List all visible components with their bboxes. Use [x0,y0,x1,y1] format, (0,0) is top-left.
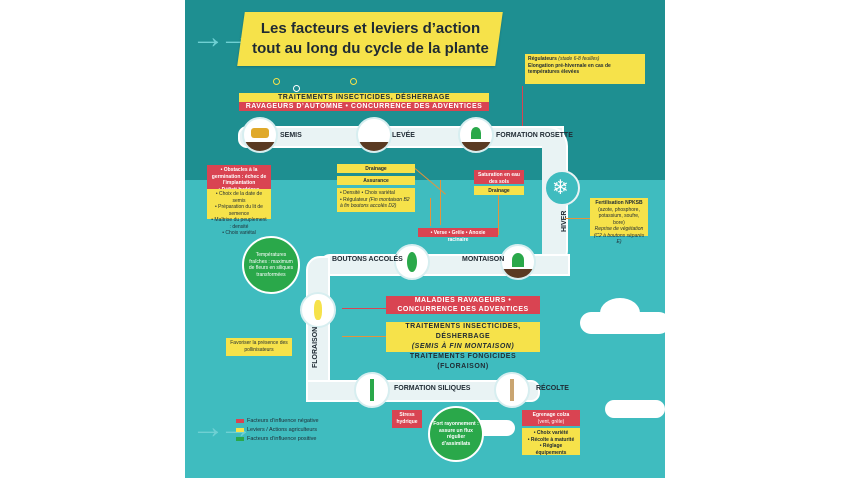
cloud-shape [605,400,665,418]
assurance-text: Assurance [363,178,389,184]
semis-negative-box: • Obstacles à la germination : échec de … [207,165,271,193]
hiver-snowflake-icon: ❄ [544,170,580,206]
connector-line [440,180,441,225]
drainage-text: Drainage [365,166,387,172]
traitements-line-3: TRAITEMENTS FONGICIDES (FLORAISON) [409,353,517,370]
regulateurs-heading-note: (stade 6-8 feuilles) [558,56,600,62]
title-line-2: tout au long du cycle de la plante [252,40,489,57]
decorative-dot [293,85,300,92]
legend-item-levers: Leviers / Actions agriculteurs [236,427,317,433]
floraison-stage-icon [300,292,336,328]
pollinisateurs-text: Favoriser la présence des pollinisateurs [230,340,288,353]
traitements-line-1: TRAITEMENTS INSECTICIDES, DÉSHERBAGE [405,323,521,340]
semis-stage-icon [242,117,278,153]
egrenage-text: Egrenage colza [532,412,570,418]
legend-label: Facteurs d’influence négative [247,418,319,424]
verse-grele-bar: • Verse • Grêle • Anoxie racinaire [418,228,498,243]
stress-hydrique-box: Stress hydrique [392,410,422,428]
stage-label-semis: SEMIS [280,132,302,139]
maladies-line-1: MALADIES RAVAGEURS • [414,297,512,304]
cloud-shape [600,298,640,328]
fertilisation-heading: Fertilisation NPKSB [595,200,643,206]
connector-line [498,195,499,235]
connector-line [565,218,590,219]
regulateur-line: • Régulateur [340,196,368,203]
stage-label-levee: LEVÉE [392,132,415,139]
legend-swatch-red [236,418,244,423]
stage-label-formation-rosette: FORMATION ROSETTE [496,132,573,139]
temperatures-bubble: Températures fraîches : maximum de fleur… [242,236,300,294]
top-yellow-banner: TRAITEMENTS INSECTICIDES, DÉSHERBAGE [239,93,489,102]
stage-label-hiver: HIVER [561,210,568,232]
stage-label-formation-siliques: FORMATION SILIQUES [394,385,471,392]
left-margin [0,0,185,478]
rosette-stage-icon [458,117,494,153]
traitements-line-2: (SEMIS À FIN MONTAISON) [411,343,515,350]
regulateurs-heading: Régulateurs [528,56,557,62]
legend-item-negative: Facteurs d’influence négative [236,418,319,424]
semis-lever-1: • Choix de la date de semis [215,191,263,204]
saturation-text: Saturation en eau des sols [478,172,520,185]
semis-lever-4: • Choix variétal [222,230,256,236]
regulateur-note: (Fin montaison B2 à fin boutons accolés … [340,196,410,210]
temperatures-text: Températures fraîches : maximum de fleur… [248,252,294,278]
densite-line: • Densité • Choix variétal [340,190,395,196]
fort-rayonnement-bubble: Fort rayonnement : assure un flux réguli… [428,406,484,462]
pollinisateurs-box: Favoriser la présence des pollinisateurs [226,338,292,356]
stage-label-recolte: RÉCOLTE [536,385,569,392]
connector-line [522,86,523,126]
maladies-banner: MALADIES RAVAGEURS • CONCURRENCE DES ADV… [386,296,540,314]
page-title: Les facteurs et leviers d’action tout au … [237,12,503,66]
fertilisation-text: (azote, phosphore, potassium, soufre, bo… [598,206,640,226]
egrenage-box: Egrenage colza (vent, grêle) [522,410,580,426]
traitements-banner: TRAITEMENTS INSECTICIDES, DÉSHERBAGE (SE… [386,322,540,370]
montaison-stage-icon [500,244,536,280]
levee-stage-icon [356,117,392,153]
connector-line [430,198,431,226]
verse-text: • Verse • Grêle • Anoxie racinaire [430,230,486,243]
densite-regulateur-box: • Densité • Choix variétal • Régulateur … [337,188,415,212]
legend-label: Leviers / Actions agriculteurs [247,427,318,433]
connector-line [342,336,386,337]
stress-text: Stress hydrique [396,412,418,425]
title-line-1: Les facteurs et leviers d’action [260,20,481,37]
right-margin [665,0,850,478]
saturation-box: Saturation en eau des sols [474,170,524,185]
stage-label-montaison: MONTAISON [462,256,505,263]
fertilisation-box: Fertilisation NPKSB (azote, phosphore, p… [590,198,648,245]
decorative-dot [350,78,357,85]
saturation-drainage-box: Drainage [474,186,524,195]
assurance-label: Assurance [337,176,415,185]
egrenage-lever-2: • Récolte à maturité [527,436,575,443]
formation-siliques-stage-icon [354,372,390,408]
semis-negative-line-1: • Obstacles à la germination : échec de … [211,167,267,186]
legend-swatch-green [236,436,244,441]
saturation-drainage-text: Drainage [488,188,510,194]
semis-lever-3: • Maîtrise du peuplement : densité [211,217,267,230]
legend-label: Facteurs d’influence positive [247,436,317,442]
decorative-dot [273,78,280,85]
drainage-label: Drainage [337,164,415,173]
recolte-stage-icon [494,372,530,408]
legend-swatch-yellow [236,427,244,432]
semis-levers-box: • Choix de la date de semis • Préparatio… [207,189,271,236]
stage-label-boutons-accoles: BOUTONS ACCOLÉS [332,256,403,263]
top-red-banner: RAVAGEURS D’AUTOMNE • CONCURRENCE DES AD… [239,102,489,111]
maladies-line-2: CONCURRENCE DES ADVENTICES [397,306,529,313]
egrenage-lever-3: • Réglage équipements [535,443,567,456]
stage-label-floraison: FLORAISON [312,326,319,368]
fort-text: Fort rayonnement : assure un flux réguli… [433,421,479,447]
egrenage-levers-box: • Choix variété • Récolte à maturité • R… [522,428,580,456]
regulateurs-box: Régulateurs (stade 6-8 feuilles) Elongat… [525,54,645,84]
regulateurs-text: Elongation pré-hivernale en cas de tempé… [528,62,611,76]
egrenage-note: (vent, grêle) [537,418,565,425]
fertilisation-note: Reprise de végétation (C2 à boutons sépa… [593,226,645,245]
egrenage-lever-1: • Choix variété [533,430,569,436]
legend-item-positive: Facteurs d’influence positive [236,436,316,442]
boutons-accoles-stage-icon [394,244,430,280]
semis-lever-2: • Préparation du lit de semence [215,204,263,217]
connector-line [342,308,386,309]
